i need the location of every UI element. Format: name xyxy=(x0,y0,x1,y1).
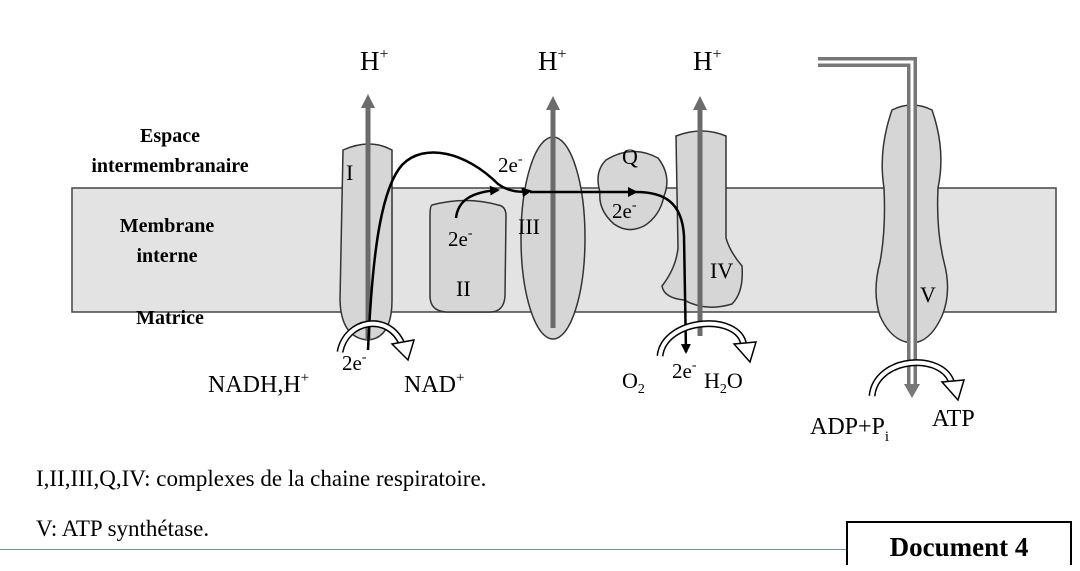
proton-channel-v xyxy=(818,57,920,398)
label-h2o: H2O xyxy=(704,368,743,397)
complex-label-v: V xyxy=(920,282,936,307)
complex-label-iii: III xyxy=(518,214,540,239)
electron-path-i-to-iii xyxy=(366,151,532,351)
complex-label-i: I xyxy=(346,160,353,185)
electron-label-iii: 2e- xyxy=(498,152,523,177)
complex-label-q: Q xyxy=(622,144,638,169)
label-adp: ADP+Pi xyxy=(810,414,889,445)
bottom-divider xyxy=(0,549,846,550)
legend-line-2: V: ATP synthétase. xyxy=(36,516,210,541)
proton-arrow-iii xyxy=(546,96,560,328)
label-nad: NAD+ xyxy=(404,370,464,398)
document-label: Document 4 xyxy=(846,521,1072,565)
proton-arrow-i xyxy=(361,94,375,340)
label-atp: ATP xyxy=(932,406,975,432)
proton-label-iii: H+ xyxy=(538,46,567,76)
electron-path-q-to-iv xyxy=(635,190,691,354)
complex-label-iv: IV xyxy=(710,258,733,283)
label-membrane-2: interne xyxy=(136,245,197,267)
complex-ii-shape xyxy=(429,199,507,313)
electron-path-ii-to-iii xyxy=(454,185,500,219)
label-o2: O2 xyxy=(622,368,645,397)
label-membrane-1: Membrane xyxy=(120,215,215,237)
label-intermembrane-1: Espace xyxy=(140,125,200,147)
electron-label-q: 2e- xyxy=(612,198,637,223)
proton-label-i: H+ xyxy=(360,46,389,76)
electron-label-o2: 2e- xyxy=(672,358,697,383)
electron-label-nadh: 2e- xyxy=(342,350,367,375)
label-matrix: Matrice xyxy=(136,307,204,329)
complex-label-ii: II xyxy=(456,276,471,301)
electron-label-ii: 2e- xyxy=(448,226,473,251)
label-nadh: NADH,H+ xyxy=(208,370,309,398)
proton-arrow-iv xyxy=(693,96,707,336)
label-intermembrane-2: intermembranaire xyxy=(91,155,248,177)
proton-label-iv: H+ xyxy=(693,46,722,76)
legend-line-1: I,II,III,Q,IV: complexes de la chaine re… xyxy=(36,466,487,491)
